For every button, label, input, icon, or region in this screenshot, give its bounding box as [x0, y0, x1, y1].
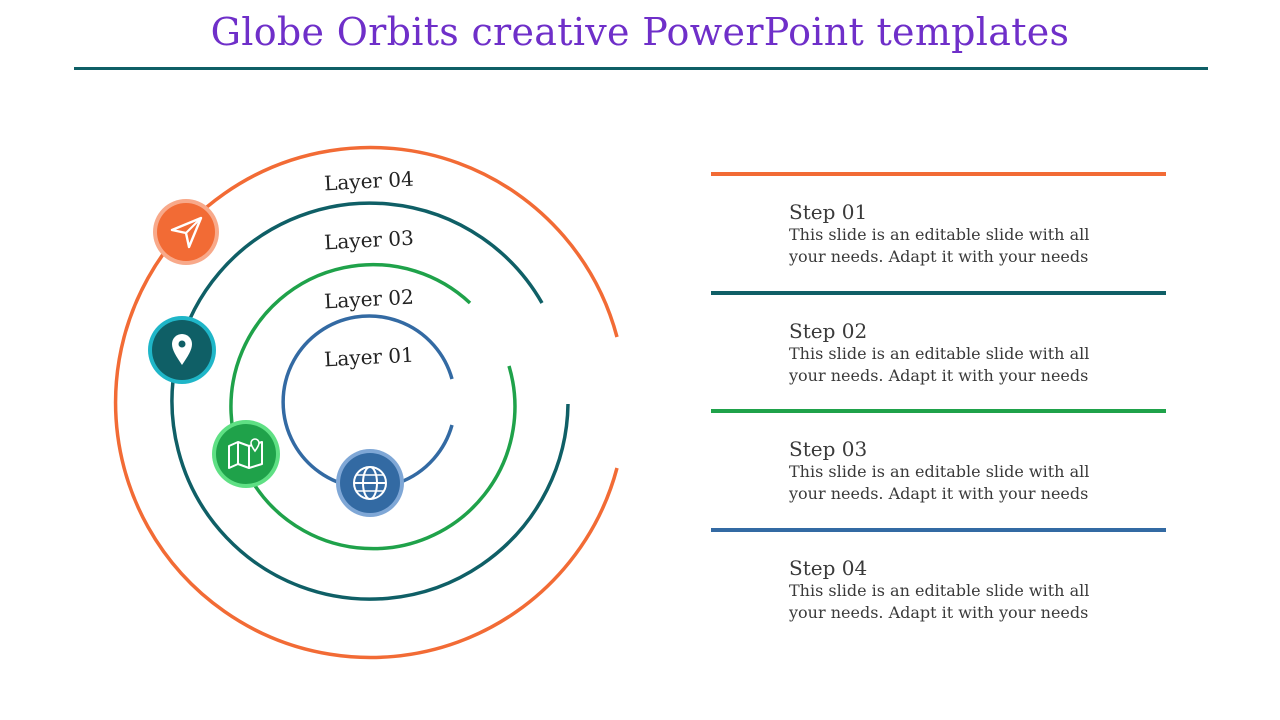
layer-label: Layer 04 [324, 167, 415, 196]
step-title: Step 03 [789, 437, 868, 461]
step-item: Step 04 This slide is an editable slide … [711, 528, 1166, 624]
step-description: This slide is an editable slide with all… [789, 581, 1090, 622]
send-arrow-icon [153, 199, 219, 265]
globe-icon [336, 449, 404, 517]
map-pin-icon [148, 316, 216, 384]
orbit-ring-layer-04 [113, 145, 619, 660]
step-description: This slide is an editable slide with all… [789, 344, 1090, 385]
step-description: This slide is an editable slide with all… [789, 225, 1090, 266]
layer-label: Layer 01 [324, 343, 415, 372]
title-underline [74, 67, 1208, 70]
step-divider [711, 291, 1166, 295]
step-divider [711, 409, 1166, 413]
folded-map-icon [212, 420, 280, 488]
slide-title: Globe Orbits creative PowerPoint templat… [210, 10, 1070, 54]
layer-label: Layer 03 [324, 226, 415, 255]
step-item: Step 01 This slide is an editable slide … [711, 172, 1166, 268]
step-title: Step 01 [789, 200, 868, 224]
step-title: Step 04 [789, 556, 868, 580]
layer-label: Layer 02 [324, 285, 415, 314]
step-title: Step 02 [789, 319, 868, 343]
step-description: This slide is an editable slide with all… [789, 462, 1090, 503]
step-item: Step 03 This slide is an editable slide … [711, 409, 1166, 505]
orbit-ring-layer-03 [170, 201, 570, 601]
step-divider [711, 172, 1166, 176]
step-item: Step 02 This slide is an editable slide … [711, 291, 1166, 387]
step-divider [711, 528, 1166, 532]
